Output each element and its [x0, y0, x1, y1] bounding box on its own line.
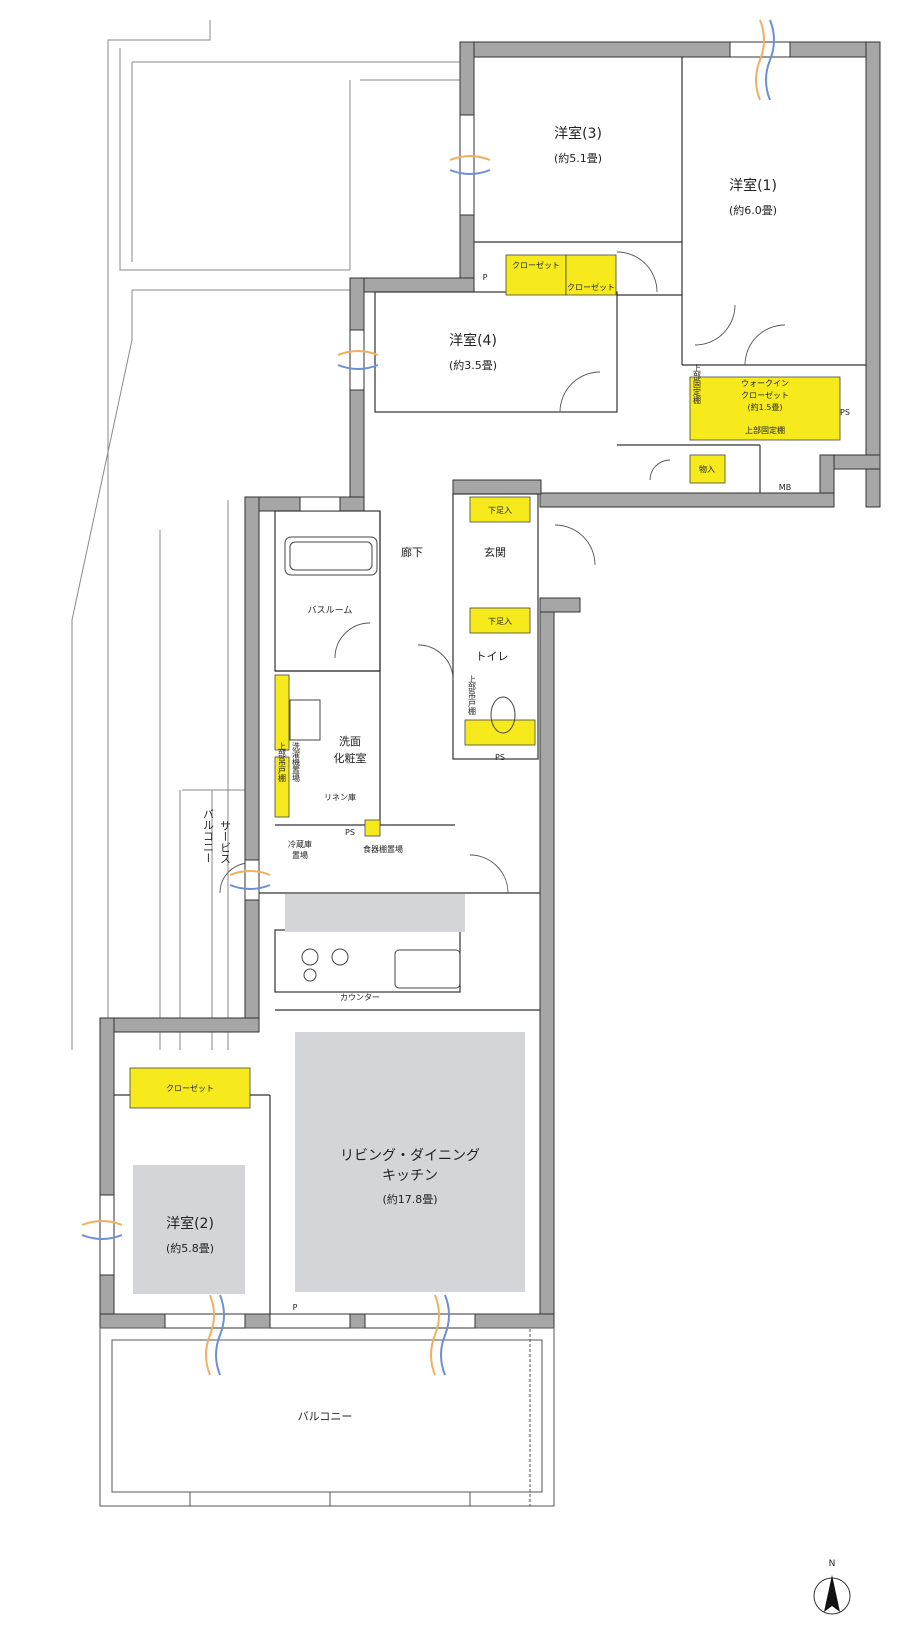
room-western3-area: (約5.1畳) [554, 151, 602, 165]
room-western3-name: 洋室(3) [554, 125, 602, 142]
mb-mark: MB [779, 483, 791, 492]
partitions [114, 57, 866, 1314]
fridge-label-line2: 置場 [292, 850, 308, 860]
ps-mark-toilet: PS [495, 753, 505, 762]
room-western1-name: 洋室(1) [729, 177, 777, 194]
ps-mark-walkin: PS [840, 408, 850, 417]
dish-shelf-label: 食器棚置場 [363, 844, 403, 854]
room-washroom-line2: 化粧室 [334, 751, 367, 765]
closet-label-west3: クローゼット [512, 260, 560, 270]
room-ldk-area: (約17.8畳) [382, 1192, 437, 1206]
north-arrow: N [813, 1559, 851, 1615]
walkin-label-area: (約1.5畳) [748, 402, 783, 412]
room-western1-area: (約6.0畳) [729, 203, 777, 217]
room-western2-name: 洋室(2) [166, 1215, 214, 1232]
counter-label: カウンター [340, 993, 380, 1002]
storage-labels: クローゼット クローゼット ウォークイン クローゼット (約1.5畳) 上部固定… [166, 260, 789, 1093]
walkin-label-line2: クローゼット [741, 390, 789, 400]
room-toilet: トイレ [476, 650, 509, 663]
room-western4-area: (約3.5畳) [449, 358, 497, 372]
shoe-cabinet-top-label: 下足入 [488, 506, 512, 515]
room-service-balcony-col1: サービス [219, 820, 232, 864]
walkin-label-line1: ウォークイン [741, 379, 789, 388]
upper-hanging-cabinet-toilet-label: 上部吊戸棚 [468, 675, 477, 716]
storage-label: 物入 [699, 464, 715, 474]
north-arrow-pointer [824, 1575, 840, 1612]
closet-label-west4: クローゼット [567, 282, 615, 292]
closet-label-west2: クローゼット [166, 1083, 214, 1093]
door-swings [219, 251, 786, 894]
furniture-areas [133, 894, 525, 1294]
room-washroom-line1: 洗面 [339, 735, 361, 748]
linen-label: リネン庫 [324, 792, 356, 802]
upper-hanging-cabinet-wash-label: 上部吊戸棚 [278, 742, 287, 783]
upper-fixed-shelf-label: 上部固定棚 [745, 425, 785, 435]
windows [99, 41, 791, 1329]
shoe-cabinet-bottom-label: 下足入 [488, 617, 512, 626]
p-mark-ldk: P [293, 1303, 298, 1312]
washer-space-label: 洗濯機置場 [292, 741, 301, 783]
room-bathroom: バスルーム [308, 605, 353, 616]
room-ldk-line2: キッチン [382, 1168, 438, 1184]
ventilation-marks [81, 19, 775, 1376]
site-outline [71, 20, 460, 1050]
ps-mark-wash: PS [345, 828, 355, 837]
fridge-label-line1: 冷蔵庫 [288, 839, 312, 849]
upper-fixed-shelf-vertical-label: 上部固定棚 [693, 364, 702, 405]
room-entrance: 玄関 [484, 545, 506, 559]
room-corridor: 廊下 [401, 545, 423, 559]
room-labels: 洋室(3) (約5.1畳) 洋室(1) (約6.0畳) 洋室(4) (約3.5畳… [166, 125, 777, 1423]
north-arrow-label: N [829, 1559, 836, 1569]
room-ldk-line1: リビング・ダイニング [340, 1148, 480, 1164]
small-marks: PS PS PS P P MB [293, 273, 850, 1312]
room-western4-name: 洋室(4) [449, 332, 497, 349]
room-service-balcony-col2: バルコニー [202, 809, 215, 864]
fixtures [284, 536, 516, 989]
storage-blocks [129, 254, 841, 1109]
p-mark-west3: P [483, 273, 488, 282]
room-balcony: バルコニー [298, 1410, 353, 1423]
room-western2-area: (約5.8畳) [166, 1241, 214, 1255]
